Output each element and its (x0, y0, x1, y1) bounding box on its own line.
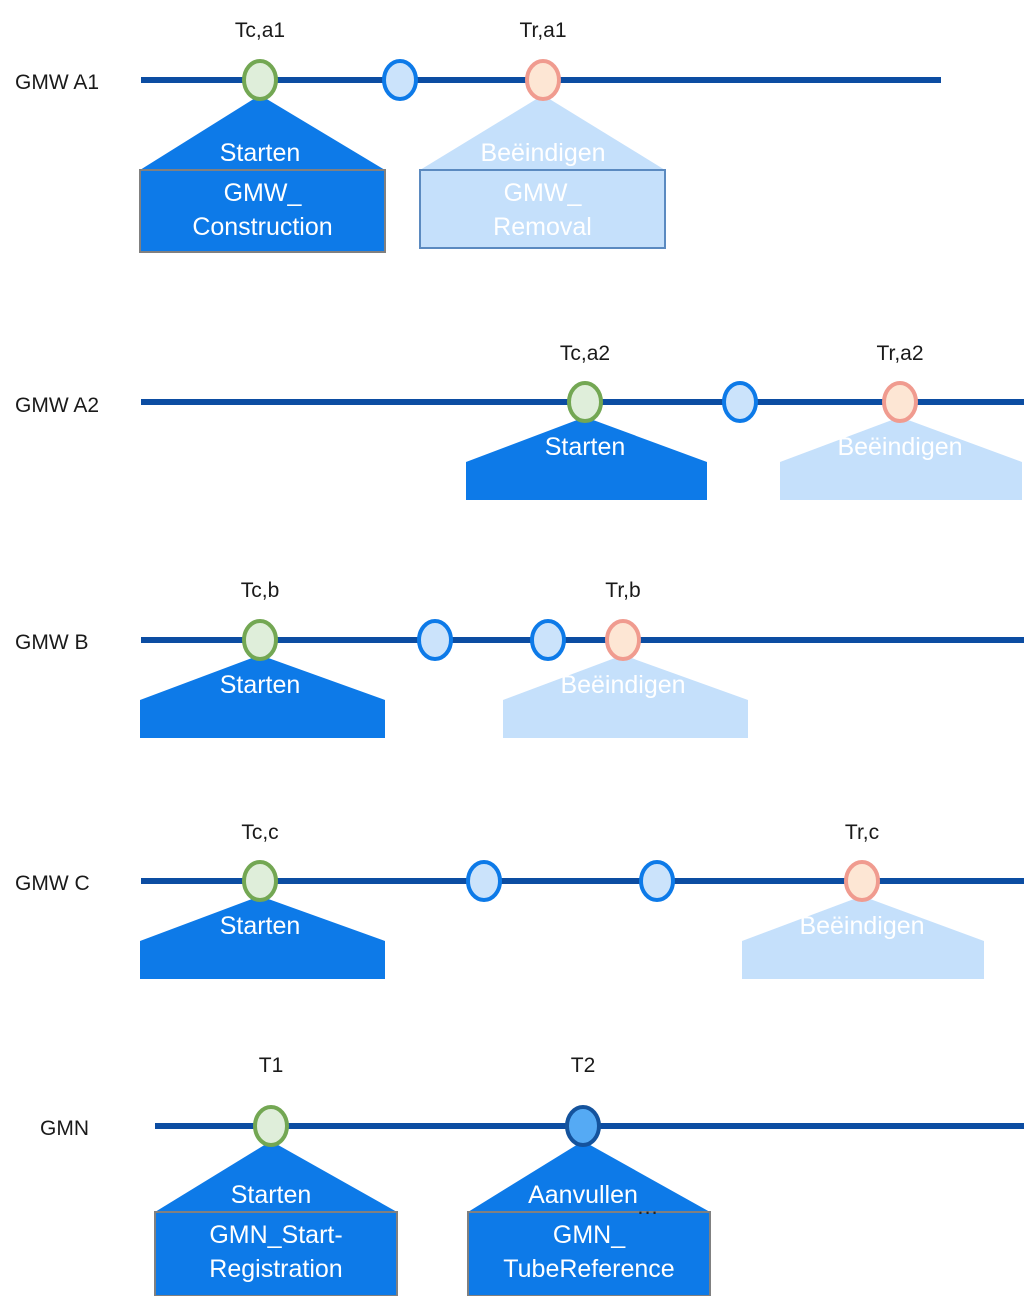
event-shape-roof-gmw-b-0[interactable] (140, 655, 385, 738)
event-node-blue-gmw-c-2[interactable] (639, 860, 675, 902)
event-node-green-gmw-a2-0[interactable] (567, 381, 603, 423)
row-label-gmw-a2: GMW A2 (15, 394, 100, 417)
event-shape-roof-gmw-a2-0[interactable] (466, 417, 707, 500)
event-shape-roof-gmw-a2-1[interactable] (780, 417, 1022, 500)
tick-label-gmw-a1-1: Tr,a1 (519, 19, 567, 42)
tick-label-gmw-a1-0: Tc,a1 (234, 19, 286, 42)
timeline-row-gmw-b (140, 619, 1024, 738)
tick-label-gmn-1: T2 (570, 1054, 596, 1077)
row-label-gmw-a1: GMW A1 (15, 71, 100, 94)
row-label-gmn: GMN (40, 1117, 89, 1140)
event-shape-roof-gmw-c-0[interactable] (140, 896, 385, 979)
tick-label-gmw-b-1: Tr,b (605, 579, 641, 602)
event-node-red-gmw-a1-2[interactable] (525, 59, 561, 101)
timeline-row-gmw-a2 (141, 381, 1024, 500)
event-shape-roof-gmn-0[interactable] (155, 1141, 397, 1212)
timeline-row-gmn (154, 1105, 1024, 1296)
timeline-row-gmw-a1 (139, 59, 941, 253)
tick-label-gmw-a2-0: Tc,a2 (559, 342, 611, 365)
event-node-red-gmw-b-3[interactable] (605, 619, 641, 661)
tick-label-gmw-c-1: Tr,c (844, 821, 880, 844)
ellipsis-icon: ... (637, 1194, 659, 1219)
event-node-blue-gmw-a2-1[interactable] (722, 381, 758, 423)
event-node-blue-gmw-b-2[interactable] (530, 619, 566, 661)
tick-label-gmw-a2-1: Tr,a2 (876, 342, 924, 365)
event-node-blue-gmw-c-1[interactable] (466, 860, 502, 902)
tick-label-gmn-0: T1 (258, 1054, 284, 1077)
timeline-row-gmw-c (140, 860, 1024, 979)
tick-label-gmw-c-0: Tc,c (241, 821, 279, 844)
event-node-red-gmw-a2-2[interactable] (882, 381, 918, 423)
row-label-gmw-c: GMW C (15, 872, 90, 895)
event-node-green-gmw-c-0[interactable] (242, 860, 278, 902)
event-node-red-gmw-c-3[interactable] (844, 860, 880, 902)
event-node-green-gmw-b-0[interactable] (242, 619, 278, 661)
event-shape-box-gmn-1[interactable] (467, 1211, 711, 1296)
event-node-navy-gmn-1[interactable] (565, 1105, 601, 1147)
event-shape-box-gmw-a1-1[interactable] (419, 169, 666, 249)
event-shape-roof-gmw-a1-1[interactable] (420, 95, 665, 170)
event-shape-box-gmw-a1-0[interactable] (139, 169, 386, 253)
event-shape-roof-gmw-b-1[interactable] (503, 655, 748, 738)
row-label-gmw-b: GMW B (15, 631, 89, 654)
event-shape-box-gmn-0[interactable] (154, 1211, 398, 1296)
tick-label-gmw-b-0: Tc,b (240, 579, 280, 602)
event-shape-roof-gmw-a1-0[interactable] (140, 95, 385, 170)
event-node-green-gmw-a1-0[interactable] (242, 59, 278, 101)
event-shape-roof-gmn-1[interactable] (468, 1141, 710, 1212)
event-node-blue-gmw-b-1[interactable] (417, 619, 453, 661)
event-shape-roof-gmw-c-1[interactable] (742, 896, 984, 979)
event-node-blue-gmw-a1-1[interactable] (382, 59, 418, 101)
event-node-green-gmn-0[interactable] (253, 1105, 289, 1147)
